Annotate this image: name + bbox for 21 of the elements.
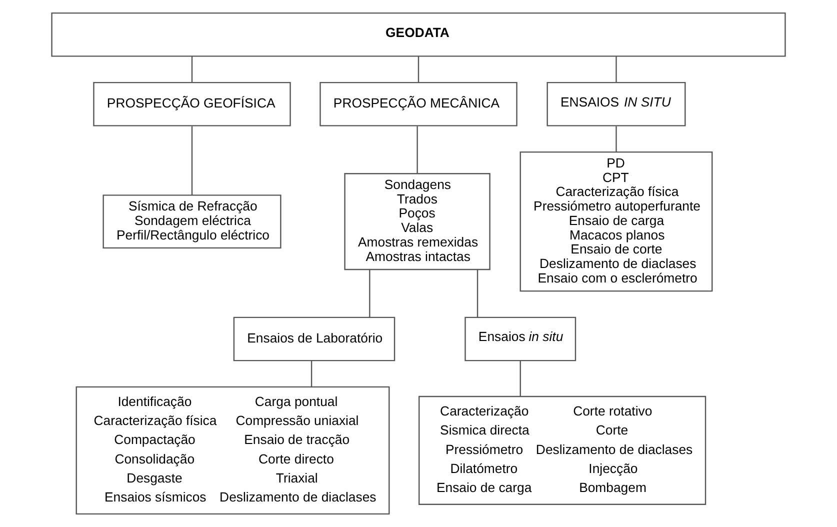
connector [418,56,420,82]
connector [476,270,478,318]
connector [191,56,193,82]
node-box: Sondagens Trados Poços Valas Amostras remexidas Amostras intactas [344,173,490,270]
node-box: Ensaios in situ [464,316,576,362]
connector [416,126,418,174]
connector [310,361,312,387]
node-box: PD CPT Caracterização física Pressiómetro autoperfurante Ensaio de carga Macacos planos Ensaio de corte Deslizamento de diaclases Ensaio com o esclerómetro [520,151,713,292]
node-box: PROSPECÇÃO GEOFÍSICA [93,82,291,126]
node-box: Ensaios de Laboratório [233,316,396,362]
node-box: Sísmica de Refracção Sondagem eléctrica Perfil/Rectângulo eléctrico [102,194,282,249]
connector [191,126,193,196]
node-box: PROSPECÇÃO MECÂNICA [320,82,518,126]
node-box: ENSAIOS IN SITU [546,82,686,126]
connector [616,126,617,152]
node-box: Caracterização Corte rotativo Sismica directa Corte Pressiómetro Deslizamento de diaclases Dilatómetro Injecção Ensaio de carga Bombagem [418,396,706,505]
node-box: Identificação Carga pontual Caracterização física Compressão uniaxial Compactação Ensaio de tracção Consolidação Corte directo Desgaste Triaxial Ensaios sísmicos Deslizamento de diaclases [76,386,390,515]
node-box: GEODATA [51,12,786,57]
connector [369,270,370,318]
connector [616,56,617,82]
connector [520,361,521,396]
